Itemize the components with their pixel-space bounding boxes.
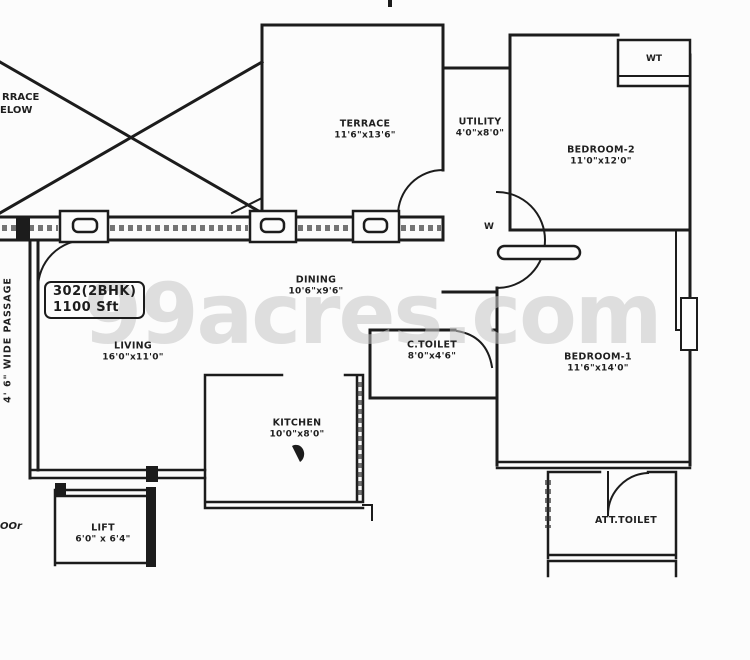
bedroom2-walls	[508, 33, 692, 467]
terrace-below-label-line2: ELOW	[0, 105, 33, 116]
kitchen-walls	[203, 373, 365, 510]
column-pill-1	[71, 217, 99, 234]
room-name: DINING	[295, 274, 337, 286]
bottom-left-cutoff-label: OOr	[0, 521, 22, 532]
terrace-walls	[260, 23, 445, 219]
column-pill-3	[362, 217, 389, 234]
room-dims: 10'6"x9'6"	[288, 286, 344, 297]
terrace-door-arc	[396, 168, 445, 217]
band-pillar	[16, 218, 30, 239]
room-name: KITCHEN	[272, 417, 322, 429]
unit-area: 1100 Sft	[53, 299, 119, 315]
room-dims: 11'6"x14'0"	[567, 363, 629, 374]
band-columns	[58, 209, 401, 244]
terrace-door-leaf	[230, 196, 264, 215]
room-name: LIVING	[113, 340, 153, 352]
room-name: BEDROOM-1	[564, 351, 632, 363]
lift-side-wall	[146, 487, 156, 567]
living-bottom-wall	[28, 468, 207, 480]
room-name: TERRACE	[339, 118, 391, 130]
room-name: UTILITY	[458, 116, 502, 128]
room-dims: 4'0"x8'0"	[455, 128, 505, 139]
room-dims: 8'0"x4'6"	[407, 351, 457, 362]
solid-wall-blocks	[16, 0, 392, 567]
att-toilet-door-arc	[606, 471, 650, 517]
ctoilet-door-arc	[455, 329, 494, 369]
kitchen-corner-elbow	[362, 504, 373, 521]
room-label-att-toilet: ATT.TOILET	[595, 515, 657, 527]
wardrobe-top-label: WT	[645, 54, 663, 64]
room-dims: 11'0"x12'0"	[570, 156, 632, 167]
terrace-below-cross	[0, 59, 265, 216]
room-label-bedroom2: BEDROOM-2 11'0"x12'0"	[567, 144, 635, 167]
lift-walls	[53, 488, 147, 567]
room-label-bedroom1: BEDROOM-1 11'6"x14'0"	[564, 351, 632, 374]
watermark-text: 99acres.com	[83, 265, 663, 363]
att-toilet-walls	[546, 470, 678, 578]
room-label-dining: DINING 10'6"x9'6"	[288, 274, 343, 297]
wall-lines	[0, 23, 698, 578]
room-label-ctoilet: C.TOILET 8'0"x4'6"	[407, 339, 457, 362]
passage-label: 4' 6" WIDE PASSAGE	[2, 277, 14, 403]
room-dims: 16'0"x11'0"	[102, 352, 164, 363]
unit-number-box: 302(2BHK) 1100 Sft	[44, 281, 146, 320]
room-label-living: LIVING 16'0"x11'0"	[102, 340, 164, 363]
terrace-below-label-line1: RRACE	[2, 92, 40, 103]
foyer-walls	[441, 215, 499, 294]
room-name: ATT.TOILET	[594, 515, 658, 527]
room-dims: 10'0"x8'0"	[269, 429, 325, 440]
left-outer-wall	[28, 238, 40, 480]
wardrobe-label: W	[484, 222, 494, 232]
entrance-door-arc	[495, 190, 546, 290]
room-label-terrace: TERRACE 11'6"x13'6"	[334, 118, 396, 141]
sliding-panel	[496, 244, 582, 261]
pillar-1	[55, 483, 66, 497]
room-name: BEDROOM-2	[567, 144, 635, 156]
pillar-2	[146, 466, 158, 482]
room-label-utility: UTILITY 4'0"x8'0"	[456, 116, 504, 139]
top-edge-tick	[388, 0, 392, 7]
room-dims: 11'6"x13'6"	[334, 130, 396, 141]
kitchen-door-marker	[292, 444, 305, 462]
column-pill-2	[259, 217, 286, 234]
wardrobe-top-box	[616, 38, 692, 88]
bedroom1-bottom-wall	[495, 460, 692, 470]
room-label-kitchen: KITCHEN 10'0"x8'0"	[269, 417, 324, 440]
unit-number: 302(2BHK)	[53, 284, 137, 299]
room-name: C.TOILET	[406, 339, 458, 351]
room-name: LIFT	[91, 522, 115, 534]
ctoilet-walls	[368, 286, 499, 467]
room-label-lift: LIFT 6'0" x 6'4"	[75, 522, 130, 545]
room-dims: 6'0" x 6'4"	[75, 534, 131, 545]
bedroom1-window	[680, 297, 698, 351]
